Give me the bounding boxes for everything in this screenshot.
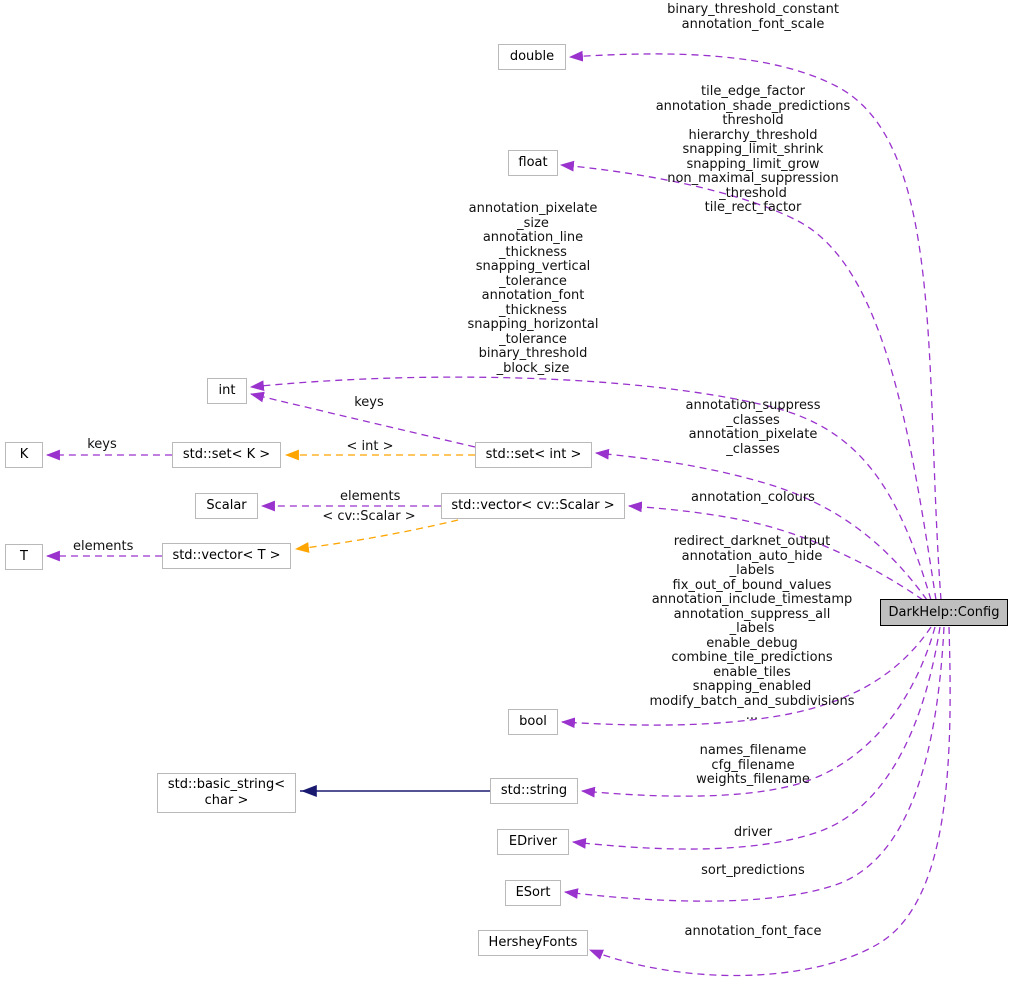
node-t[interactable]: T (5, 544, 43, 570)
edge-label-cv-scalar-template: < cv::Scalar > (322, 509, 416, 524)
edge-label-annotation-font-face: annotation_font_face (684, 924, 822, 939)
edge-vector-scalar-to-vector-t-template (294, 519, 459, 553)
node-std-vector-cv-scalar[interactable]: std::vector< cv::Scalar > (441, 493, 625, 519)
node-std-string[interactable]: std::string (490, 778, 578, 804)
node-std-vector-t[interactable]: std::vector< T > (162, 543, 291, 569)
node-hersheyfonts[interactable]: HersheyFonts (478, 930, 588, 956)
edge-label-sort-predictions: sort_predictions (701, 863, 805, 878)
node-esort[interactable]: ESort (505, 880, 561, 906)
edge-label-bool-fields: redirect_darknet_output annotation_auto_… (649, 534, 855, 723)
node-float[interactable]: float (508, 150, 558, 176)
edge-label-annotation-colours: annotation_colours (691, 490, 815, 505)
edge-label-keys-set-int: keys (354, 395, 384, 410)
edge-label-set-int-fields: annotation_suppress _classes annotation_… (685, 398, 821, 457)
edge-config-to-hersheyfonts (588, 626, 951, 977)
edge-config-to-double (568, 50, 942, 601)
node-int[interactable]: int (207, 378, 247, 404)
node-edriver[interactable]: EDriver (497, 829, 569, 855)
edge-config-to-float (559, 160, 937, 601)
edge-label-elements-t: elements (73, 539, 134, 554)
edge-set-int-to-int (249, 391, 476, 448)
node-bool[interactable]: bool (508, 709, 558, 735)
edge-label-int-template: < int > (346, 439, 394, 454)
edge-label-keys-set-k: keys (87, 437, 117, 452)
edge-label-elements-scalar: elements (340, 489, 401, 504)
node-scalar[interactable]: Scalar (195, 493, 258, 519)
node-std-basic-string-char[interactable]: std::basic_string< char > (157, 773, 296, 813)
node-k[interactable]: K (5, 442, 43, 468)
edge-label-string-fields: names_filename cfg_filename weights_file… (696, 743, 810, 787)
edge-config-to-string (580, 626, 936, 798)
node-std-set-k[interactable]: std::set< K > (172, 442, 281, 468)
node-std-set-int[interactable]: std::set< int > (475, 442, 592, 468)
edge-label-float-fields: tile_edge_factor annotation_shade_predic… (655, 84, 851, 215)
edge-config-to-esort (563, 626, 945, 902)
node-darkhelp-config: DarkHelp::Config (880, 599, 1008, 626)
edge-config-to-vector-scalar (627, 501, 924, 601)
node-double[interactable]: double (498, 44, 566, 70)
edge-label-driver: driver (733, 825, 773, 840)
edge-label-double-fields: binary_threshold_constant annotation_fon… (667, 2, 839, 32)
edge-label-int-fields: annotation_pixelate _size annotation_lin… (467, 201, 599, 376)
edge-config-to-bool (560, 626, 932, 729)
edge-config-to-int (249, 376, 932, 601)
